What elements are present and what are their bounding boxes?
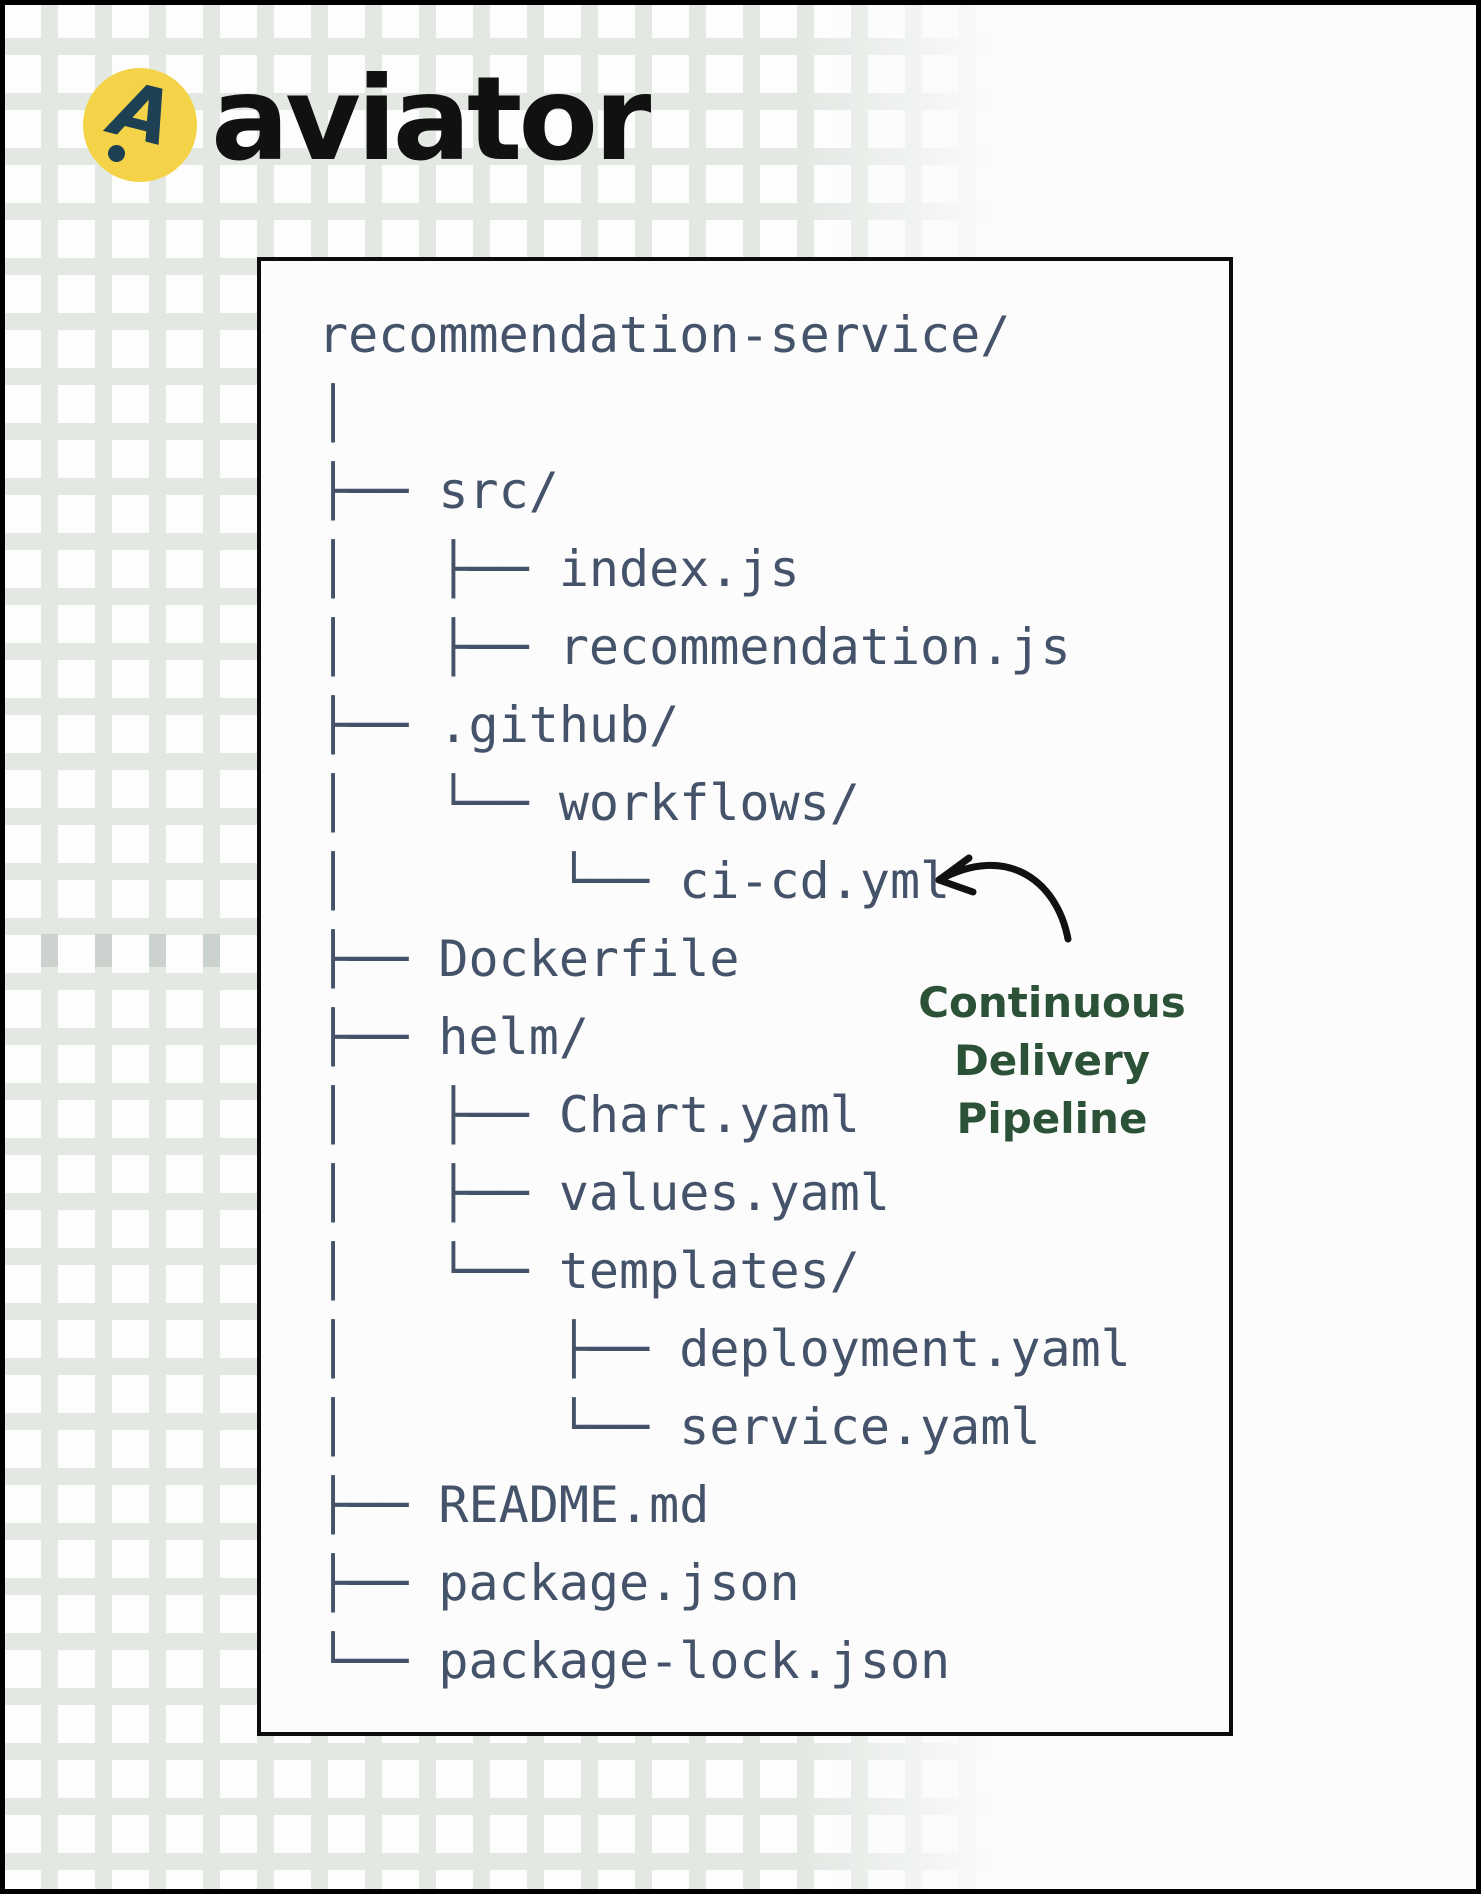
annotation-line-1: Continuous bbox=[918, 978, 1186, 1027]
aviator-logo-icon: A bbox=[83, 63, 197, 182]
brand-wordmark: aviator bbox=[211, 52, 651, 187]
brand-logo: A aviator bbox=[83, 62, 651, 182]
annotation-line-3: Pipeline bbox=[956, 1094, 1148, 1143]
annotation-label: Continuous Delivery Pipeline bbox=[892, 974, 1212, 1148]
grid-accent-band bbox=[5, 934, 237, 967]
logo-dot bbox=[108, 145, 125, 162]
file-tree-card: recommendation-service/ │ ├── src/ │ ├──… bbox=[257, 257, 1233, 1736]
file-tree: recommendation-service/ │ ├── src/ │ ├──… bbox=[318, 306, 1131, 1690]
annotation-line-2: Delivery bbox=[953, 1036, 1151, 1085]
